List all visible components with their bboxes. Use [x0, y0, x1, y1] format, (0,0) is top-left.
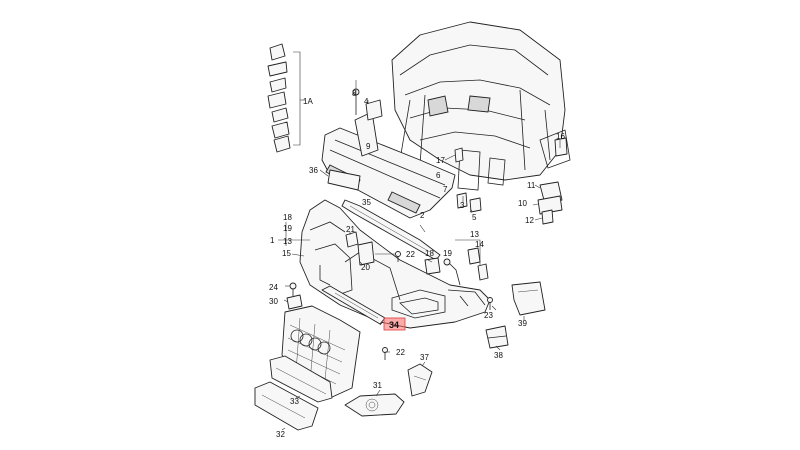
bracket-37 — [407, 363, 433, 397]
fog-light-grille-31 — [344, 393, 405, 417]
left-clips — [286, 282, 303, 310]
parking-sensors — [424, 247, 489, 286]
callout-9: 9 — [366, 142, 371, 151]
callout-37: 37 — [420, 353, 429, 362]
callout-31: 31 — [373, 381, 382, 390]
callout-12: 12 — [525, 216, 534, 225]
callout-4: 4 — [364, 97, 369, 106]
callout-22-lower: 22 — [396, 348, 405, 357]
callout-13: 13 — [283, 237, 292, 246]
callout-32: 32 — [276, 430, 285, 439]
callout-19: 19 — [283, 224, 292, 233]
callout-2: 2 — [420, 211, 425, 220]
lower-right-parts — [485, 281, 546, 349]
callout-10: 10 — [518, 199, 527, 208]
highlighted-callout-box — [383, 317, 406, 331]
fog-light-brackets — [345, 231, 401, 266]
callout-3: 3 — [460, 201, 465, 210]
callout-16: 16 — [556, 132, 565, 141]
callout-39: 39 — [518, 319, 527, 328]
callout-22: 22 — [406, 250, 415, 259]
callout-33: 33 — [290, 397, 299, 406]
callout-17: 17 — [436, 156, 445, 165]
leader-lines — [278, 80, 561, 431]
bracket-36 — [327, 169, 361, 191]
callout-14: 14 — [475, 240, 484, 249]
callout-36: 36 — [309, 166, 318, 175]
callout-38: 38 — [494, 351, 503, 360]
callout-30: 30 — [269, 297, 278, 306]
callout-23: 23 — [484, 311, 493, 320]
callout-1: 1 — [270, 236, 275, 245]
callout-1a: 1A — [303, 97, 313, 106]
callout-20: 20 — [361, 263, 370, 272]
front-body-structure — [391, 21, 571, 191]
right-side-brackets — [454, 137, 568, 225]
callout-15: 15 — [282, 249, 291, 258]
callout-6: 6 — [436, 171, 441, 180]
callout-13-right: 13 — [470, 230, 479, 239]
callout-34: 34 — [389, 320, 399, 330]
callout-5: 5 — [472, 213, 477, 222]
callout-24: 24 — [269, 283, 278, 292]
callout-19-right: 19 — [443, 249, 452, 258]
bolt-22-lower — [382, 347, 388, 360]
callout-35: 35 — [362, 198, 371, 207]
callout-8: 8 — [352, 89, 357, 98]
grille-trim-33 — [269, 355, 333, 403]
callout-labels: 1A 8 4 9 36 16 17 6 7 11 10 12 35 2 3 5 … — [269, 89, 565, 439]
callout-18-right: 18 — [425, 249, 434, 258]
fastener-kit-1a — [267, 43, 305, 153]
license-plate-bracket-32 — [254, 381, 319, 431]
callout-18: 18 — [283, 213, 292, 222]
callout-7: 7 — [443, 185, 448, 194]
bumper-cover — [299, 199, 491, 329]
bracket-assembly-left — [352, 88, 383, 157]
callout-11: 11 — [527, 181, 536, 190]
callout-21: 21 — [346, 225, 355, 234]
